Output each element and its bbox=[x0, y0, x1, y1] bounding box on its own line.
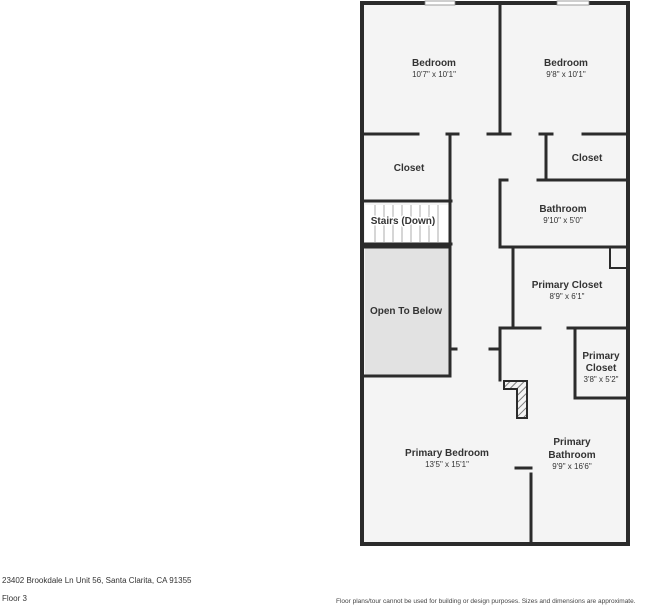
primary-bathroom-label-line1: Primary bbox=[553, 437, 591, 448]
primary-closet-1-label: Primary Closet bbox=[532, 280, 603, 291]
closet-2-label: Closet bbox=[572, 153, 603, 164]
primary-closet-2-label-line1: Primary bbox=[582, 351, 620, 362]
primary-closet-1-dims: 8'9" x 6'1" bbox=[550, 292, 585, 301]
primary-closet-2-dims: 3'8" x 5'2" bbox=[584, 375, 619, 384]
bathroom-dims: 9'10" x 5'0" bbox=[543, 216, 583, 225]
primary-bedroom-label: Primary Bedroom bbox=[405, 448, 489, 459]
bedroom-2-label: Bedroom bbox=[544, 58, 588, 69]
property-address: 23402 Brookdale Ln Unit 56, Santa Clarit… bbox=[2, 576, 192, 585]
open-to-below-label: Open To Below bbox=[370, 306, 442, 317]
open-to-below-area bbox=[365, 247, 449, 376]
stairs-treads bbox=[365, 205, 449, 242]
stairs-label: Stairs (Down) bbox=[371, 216, 435, 227]
closet-1-label: Closet bbox=[394, 163, 425, 174]
disclaimer-text: Floor plans/tour cannot be used for buil… bbox=[336, 598, 636, 605]
bedroom-1-dims: 10'7" x 10'1" bbox=[412, 70, 456, 79]
bathroom-label: Bathroom bbox=[539, 204, 586, 215]
walls bbox=[360, 1, 630, 546]
primary-bathroom-label-line2: Bathroom bbox=[548, 450, 595, 461]
bedroom-2-dims: 9'8" x 10'1" bbox=[546, 70, 586, 79]
hatched-column bbox=[503, 380, 528, 419]
bedroom-1-label: Bedroom bbox=[412, 58, 456, 69]
windows bbox=[424, 0, 590, 6]
primary-closet-2-label-line2: Closet bbox=[586, 363, 617, 374]
primary-bedroom-dims: 13'5" x 15'1" bbox=[425, 460, 469, 469]
primary-bathroom-dims: 9'9" x 16'6" bbox=[552, 462, 592, 471]
floor-number: Floor 3 bbox=[2, 594, 27, 603]
